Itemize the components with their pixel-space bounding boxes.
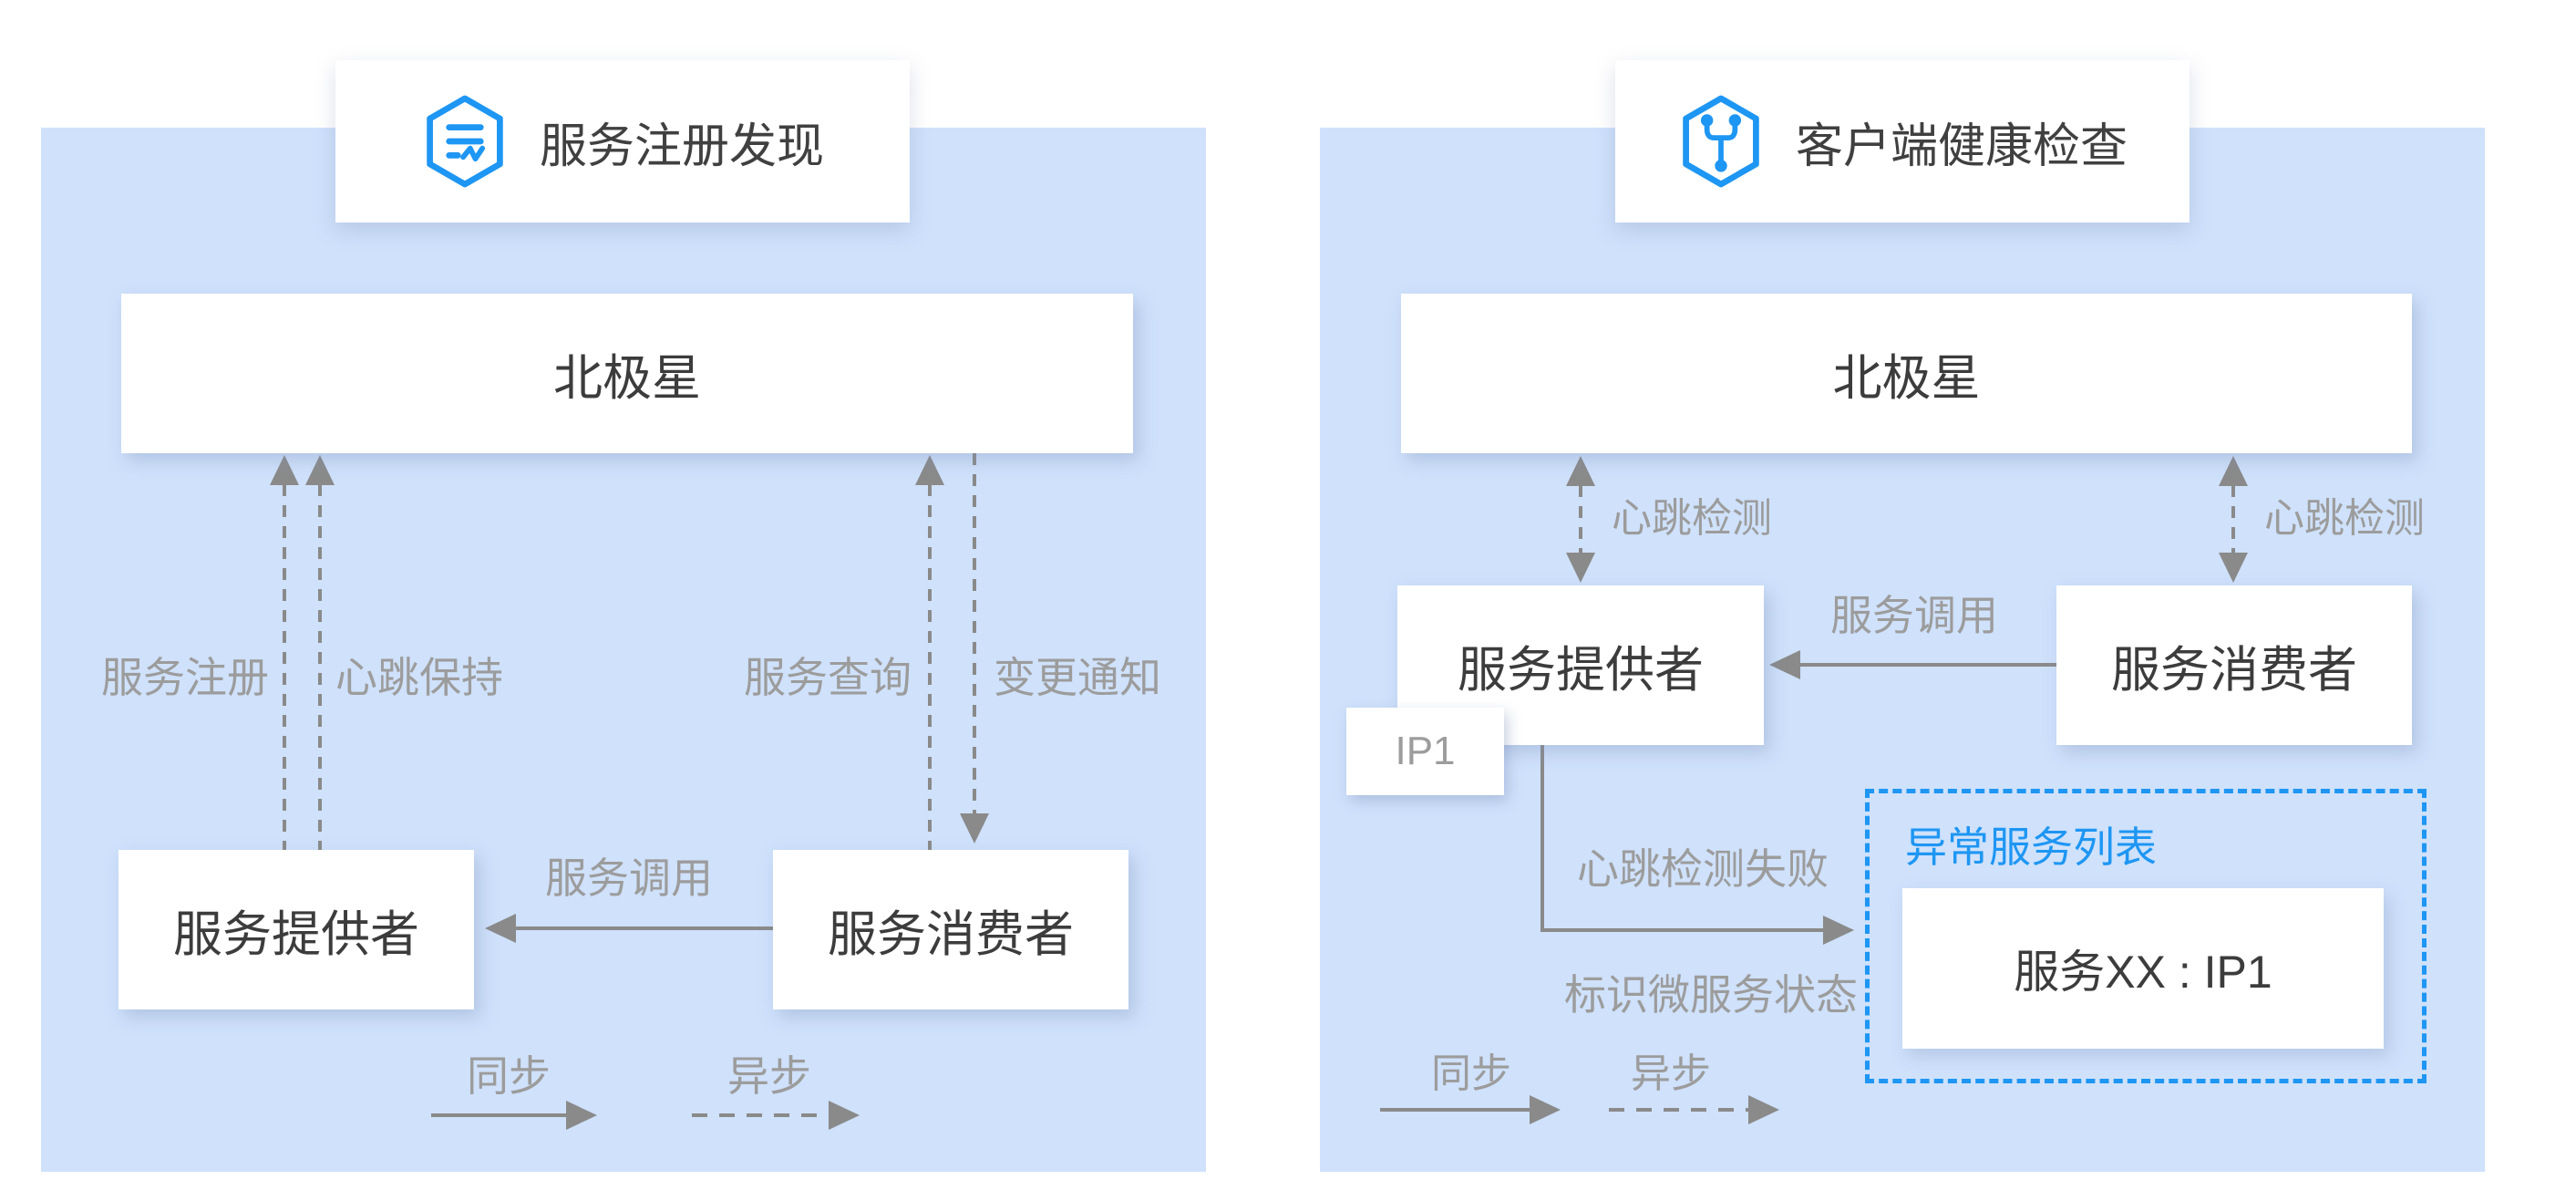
heartbeat-right-dashed-line xyxy=(2231,485,2235,554)
legend-async-label: 异步 xyxy=(727,1052,811,1100)
consumer-box-right: 服务消费者 xyxy=(2056,585,2412,745)
invoke-arrowhead-left-icon xyxy=(485,914,516,943)
legend-async-line xyxy=(692,1113,830,1117)
legend-async-arrowhead-icon-right xyxy=(1748,1095,1779,1124)
health-check-title-card: 客户端健康检查 xyxy=(1615,60,2190,223)
heartbeat-keep-arrowhead-up-icon xyxy=(305,455,335,485)
health-check-title: 客户端健康检查 xyxy=(1795,119,2128,173)
register-label: 服务注册 xyxy=(101,654,269,701)
register-dashed-line xyxy=(283,484,286,850)
heartbeat-left-arrowhead-down-icon xyxy=(1566,553,1595,583)
legend-async-label-right: 异步 xyxy=(1631,1051,1711,1096)
invoke-label: 服务调用 xyxy=(545,854,713,902)
polaris-label-right: 北极星 xyxy=(1832,351,1981,406)
consumer-label-right: 服务消费者 xyxy=(2111,643,2357,698)
notify-label: 变更通知 xyxy=(994,654,1161,701)
legend-async-arrowhead-icon xyxy=(829,1101,860,1130)
invoke-line-right-panel xyxy=(1798,663,2056,667)
heartbeat-keep-label: 心跳保持 xyxy=(335,654,503,701)
ip1-tag: IP1 xyxy=(1346,708,1504,795)
ip1-tag-label: IP1 xyxy=(1395,729,1456,773)
provider-box-right: 服务提供者 xyxy=(1397,585,1764,745)
notify-arrowhead-down-icon xyxy=(960,813,989,844)
abnormal-service-item-box: 服务XX : IP1 xyxy=(1902,888,2384,1049)
heartbeat-fail-arrowhead-icon xyxy=(1823,916,1854,945)
legend-sync-arrowhead-icon xyxy=(566,1101,597,1130)
query-arrowhead-up-icon xyxy=(915,455,944,485)
legend-sync-arrowhead-icon-right xyxy=(1530,1095,1561,1124)
legend-async-line-right xyxy=(1609,1108,1750,1112)
service-registry-hexagon-icon xyxy=(427,95,503,188)
consumer-box-left: 服务消费者 xyxy=(773,850,1128,1009)
invoke-arrowhead-left-icon-right-panel xyxy=(1769,650,1800,679)
heartbeat-right-arrowhead-down-icon xyxy=(2219,553,2248,583)
polaris-label-left: 北极星 xyxy=(553,351,701,406)
service-discovery-title-card: 服务注册发现 xyxy=(335,60,910,223)
provider-label-left: 服务提供者 xyxy=(173,907,419,962)
register-arrowhead-up-icon xyxy=(270,455,299,485)
heartbeat-fail-horizontal-line xyxy=(1540,928,1825,932)
network-branch-hexagon-icon xyxy=(1683,95,1759,188)
legend-sync-label-right: 同步 xyxy=(1431,1051,1511,1096)
query-label: 服务查询 xyxy=(744,654,912,701)
heartbeat-right-label: 心跳检测 xyxy=(2264,496,2425,541)
provider-box-left: 服务提供者 xyxy=(118,850,474,1009)
heartbeat-left-label: 心跳检测 xyxy=(1612,496,1772,541)
abnormal-service-list-title: 异常服务列表 xyxy=(1905,823,2157,871)
panel-service-registry-discovery xyxy=(41,128,1206,1172)
heartbeat-keep-dashed-line xyxy=(318,484,322,850)
heartbeat-left-arrowhead-up-icon xyxy=(1566,456,1595,486)
heartbeat-right-arrowhead-up-icon xyxy=(2219,456,2248,486)
invoke-line xyxy=(514,926,773,930)
abnormal-service-list-box xyxy=(1865,789,2427,1083)
polaris-box-left: 北极星 xyxy=(121,294,1133,453)
polaris-box-right: 北极星 xyxy=(1401,294,2412,453)
service-discovery-title: 服务注册发现 xyxy=(539,119,824,173)
query-dashed-line xyxy=(928,484,932,850)
legend-sync-label: 同步 xyxy=(467,1052,551,1100)
abnormal-service-item-label: 服务XX : IP1 xyxy=(2014,947,2272,998)
legend-sync-line-right xyxy=(1380,1108,1531,1112)
legend-sync-line xyxy=(431,1113,568,1117)
mark-status-label: 标识微服务状态 xyxy=(1564,971,1858,1019)
heartbeat-left-dashed-line xyxy=(1579,485,1582,554)
invoke-label-right-panel: 服务调用 xyxy=(1830,592,1998,639)
heartbeat-fail-label: 心跳检测失败 xyxy=(1577,845,1829,893)
notify-dashed-line xyxy=(973,453,976,814)
heartbeat-fail-vertical-line xyxy=(1540,745,1544,932)
provider-label-right: 服务提供者 xyxy=(1458,643,1704,698)
consumer-label-left: 服务消费者 xyxy=(828,907,1074,962)
